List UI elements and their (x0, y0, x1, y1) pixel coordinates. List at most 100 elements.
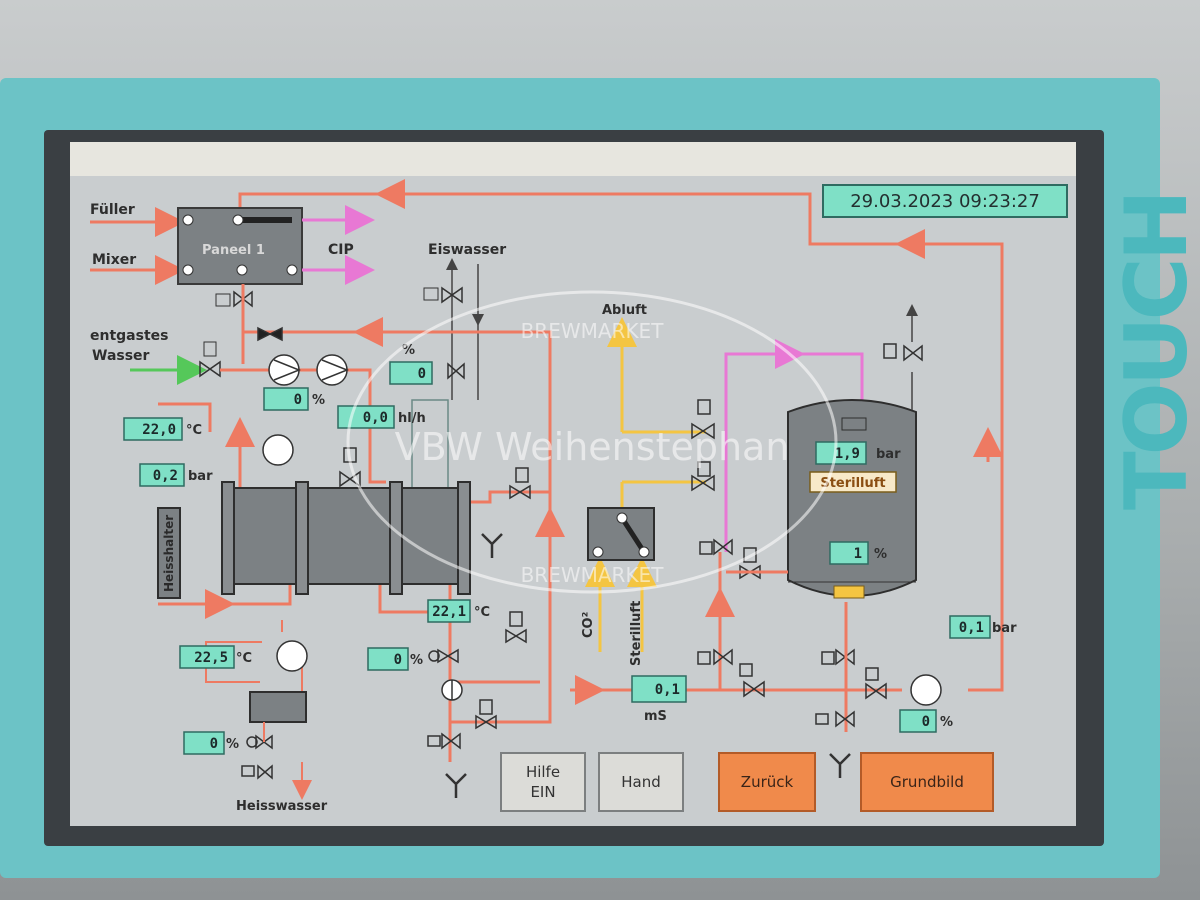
hilfe-line-1: Hilfe (525, 763, 561, 781)
eiswasser-lines (411, 258, 484, 519)
heat-exchanger (221, 481, 471, 595)
valve-air-1[interactable] (691, 399, 715, 440)
valve-heisswasser-2[interactable] (241, 764, 273, 780)
paneel-1[interactable]: Paneel 1 (177, 207, 303, 285)
valve-check[interactable] (257, 326, 283, 342)
svg-text:mS: mS (644, 709, 667, 724)
grundbild-button[interactable]: Grundbild (860, 752, 994, 812)
label-mixer: Mixer (92, 252, 136, 268)
value-box-pct-pump[interactable]: 0 % (263, 387, 325, 411)
svg-text:%: % (226, 737, 239, 752)
cip-lines (302, 205, 375, 285)
process-diagram: Füller Mixer Paneel 1 CIP Eiswasser (90, 179, 1017, 814)
co2-switch-box[interactable] (587, 507, 655, 561)
tag-sterilluft[interactable]: Sterilluft (809, 471, 897, 493)
valve-air-2[interactable] (691, 461, 715, 492)
valve-wasser-inlet[interactable] (199, 341, 221, 378)
valve-mid-3[interactable] (475, 699, 497, 730)
air-lines (585, 317, 706, 652)
valve-tank-7[interactable] (815, 710, 855, 728)
watermark-bottom: BREWMARKET (521, 563, 665, 587)
heisshalter: Heisshalter (157, 507, 181, 599)
valve-eiswasser[interactable] (423, 286, 463, 304)
value-box-pct-bottom[interactable]: 0 % (899, 709, 953, 733)
label-sterilluft-vertical: Sterilluft (629, 601, 644, 666)
svg-text:%: % (940, 715, 953, 730)
return-line-top (238, 179, 1004, 692)
valve-tank-4[interactable] (739, 663, 765, 698)
pump-3[interactable] (262, 434, 294, 466)
valve-tank-1[interactable] (699, 538, 733, 556)
label-eiswasser: Eiswasser (428, 242, 506, 258)
value-box-tank-pressure[interactable]: 1,9 bar (815, 441, 901, 465)
valve-heisswasser-1[interactable] (246, 734, 273, 750)
svg-text:Sterilluft: Sterilluft (820, 476, 885, 491)
hilfe-ein-button[interactable]: Hilfe EIN (500, 752, 586, 812)
hmi-screen: Füller Mixer Paneel 1 CIP Eiswasser (70, 142, 1076, 826)
valve-tank-vent[interactable] (883, 343, 923, 362)
svg-text:%: % (874, 547, 887, 562)
svg-text:0,1: 0,1 (959, 620, 984, 636)
value-box-temp3[interactable]: 22,5 °C (179, 645, 252, 669)
label-wasser: Wasser (92, 348, 150, 364)
label-heisswasser: Heisswasser (236, 799, 328, 814)
svg-text:22,1: 22,1 (432, 604, 466, 620)
svg-text:0: 0 (394, 652, 402, 668)
zurueck-button[interactable]: Zurück (718, 752, 816, 812)
svg-text:%: % (312, 393, 325, 408)
valve-eiswasser-2[interactable] (447, 362, 465, 380)
value-box-temp1[interactable]: 22,0 °C (123, 417, 202, 441)
svg-text:1: 1 (854, 546, 862, 562)
label-co2: CO² (581, 612, 596, 638)
drain-hx (481, 533, 503, 558)
valve-tank-6[interactable] (865, 667, 887, 700)
value-box-line-pressure[interactable]: 0,1 bar (949, 615, 1017, 639)
value-box-pressure1[interactable]: 0,2 bar (139, 463, 213, 487)
label-entgastes: entgastes (90, 328, 168, 344)
svg-text:0: 0 (294, 392, 302, 408)
watermark-top: BREWMARKET (521, 319, 665, 343)
pump-1[interactable] (268, 354, 302, 386)
svg-text:°C: °C (474, 605, 490, 620)
svg-text:0: 0 (210, 736, 218, 752)
svg-text:bar: bar (876, 447, 901, 462)
tank-cip-line (724, 339, 864, 552)
svg-text:0: 0 (922, 714, 930, 730)
svg-text:%: % (410, 653, 423, 668)
heisswasser-tank (249, 691, 307, 723)
valve-tank-3[interactable] (697, 648, 733, 666)
svg-text:°C: °C (236, 651, 252, 666)
valve-hx-right[interactable] (509, 467, 531, 500)
valve-mid-1[interactable] (505, 611, 527, 644)
value-box-pct-hw[interactable]: 0 % (183, 731, 239, 755)
tank (787, 399, 917, 599)
label-heisshalter: Heisshalter (162, 515, 176, 592)
valve-mid-2[interactable] (428, 648, 459, 664)
datetime-display: 29.03.2023 09:23:27 (822, 184, 1068, 218)
valve-tank-2[interactable] (726, 547, 788, 580)
bezel-brand-text: TOUCH (1107, 193, 1200, 510)
pump-heisswasser[interactable] (276, 640, 308, 672)
label-cip: CIP (328, 242, 354, 258)
drain-bottom-left (445, 773, 467, 798)
value-box-pct-top[interactable]: 0 % (389, 343, 433, 385)
drain-tank (829, 753, 851, 778)
value-box-temp2[interactable]: 22,1 °C (427, 599, 490, 623)
value-box-pct-mid[interactable]: 0 % (367, 647, 423, 671)
valve-tank-5[interactable] (821, 648, 855, 666)
paneel-label: Paneel 1 (202, 243, 265, 258)
value-box-tank-level[interactable]: 1 % (829, 541, 887, 565)
hand-button[interactable]: Hand (598, 752, 684, 812)
pump-right[interactable] (910, 674, 942, 706)
svg-text:22,0: 22,0 (142, 422, 176, 438)
pump-2[interactable] (316, 354, 350, 386)
label-abluft: Abluft (602, 303, 647, 318)
flow-meter[interactable] (441, 679, 463, 701)
svg-text:bar: bar (992, 621, 1017, 636)
svg-text:22,5: 22,5 (194, 650, 228, 666)
valve-mid-4[interactable] (427, 732, 461, 750)
valve-paneel-outlet[interactable] (215, 284, 253, 364)
value-box-conductivity[interactable]: 0,1 mS (631, 675, 687, 724)
svg-text:0,0: 0,0 (363, 410, 388, 426)
watermark: BREWMARKET VBW Weihenstephan BREWMARKET (346, 290, 838, 594)
